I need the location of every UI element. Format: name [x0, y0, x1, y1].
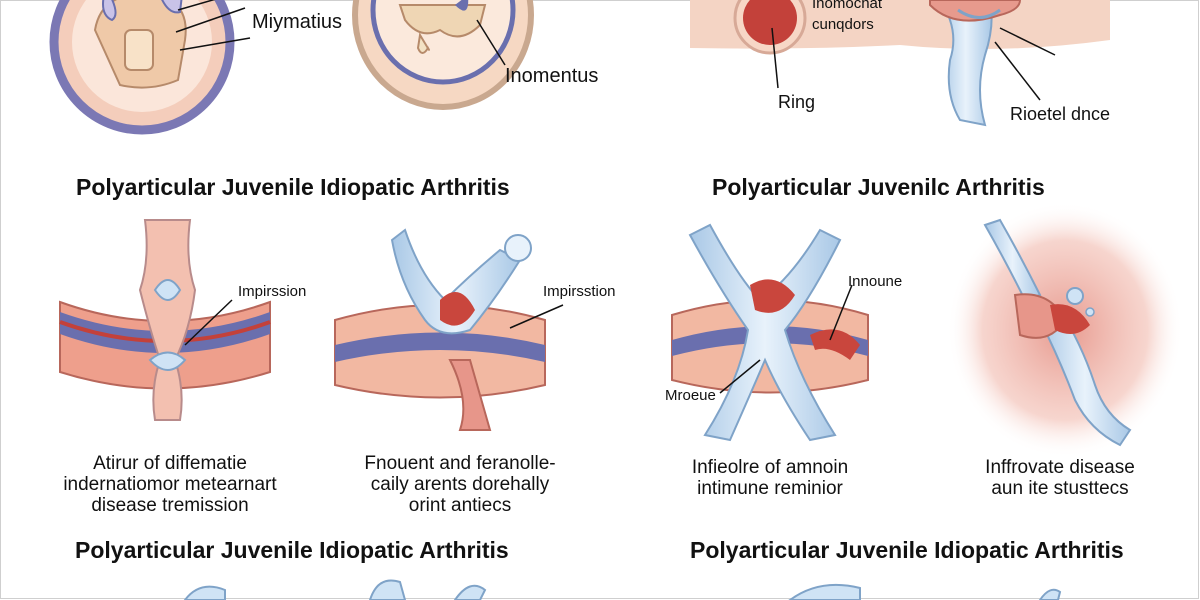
caption-3: Infieolre of amnoin intimune reminior — [655, 457, 885, 499]
top-center-joint-cross-section — [352, 0, 534, 110]
title-row2-right: Polyarticular Juvenile Idiopatic Arthrit… — [690, 537, 1124, 563]
title-row1-right: Polyarticular Juvenilc Arthritis — [712, 174, 1045, 200]
caption-2-line-3: orint antiecs — [408, 495, 512, 516]
bottom-row-diagrams-cropped — [183, 579, 1062, 600]
caption-2-line-2: caily arents dorehally — [370, 474, 550, 495]
top-right-joint-section — [690, 0, 1110, 127]
label-cunqdors: cunqdors — [812, 16, 874, 33]
caption-1-line-1: Atirur of diffematie — [93, 453, 247, 474]
title-row1-left: Polyarticular Juvenile Idiopatic Arthrit… — [76, 174, 510, 200]
caption-1: Atirur of diffematie indernatiomor metea… — [45, 453, 295, 516]
label-rioetel-dnce: Rioetel dnce — [1010, 104, 1111, 124]
label-myimatius: Miymatius — [252, 11, 343, 33]
label-ring: Ring — [778, 92, 816, 112]
caption-3-line-2: intimune reminior — [697, 478, 843, 499]
top-left-joint-cross-section — [49, 0, 251, 135]
caption-2: Fnouent and feranolle- caily arents dore… — [335, 453, 585, 516]
caption-2-line-1: Fnouent and feranolle- — [364, 453, 556, 474]
label-inomochat: Inomochat — [812, 0, 883, 12]
label-inomentus: Inomentus — [505, 65, 599, 87]
caption-3-line-1: Infieolre of amnoin — [691, 457, 849, 478]
label-impression-2: Impirsstion — [543, 283, 616, 300]
label-innoune: Innoune — [848, 273, 903, 290]
caption-1-line-2: indernatiomor metearnart — [63, 474, 277, 495]
title-row2-left: Polyarticular Juvenile Idiopatic Arthrit… — [75, 537, 509, 563]
joint-diagram-4 — [947, 202, 1183, 458]
joint-diagram-3 — [671, 223, 869, 442]
joint-diagram-2 — [334, 228, 564, 431]
label-mroeue: Mroeue — [665, 387, 716, 404]
label-impression-1: Impirssion — [238, 283, 307, 300]
caption-4-line-2: aun ite stusttecs — [991, 478, 1129, 499]
caption-4-line-1: Inffrovate disease — [985, 457, 1135, 478]
joint-diagram-1 — [59, 219, 271, 421]
caption-1-line-3: disease tremission — [91, 495, 249, 516]
caption-4: Inffrovate disease aun ite stusttecs — [945, 457, 1175, 499]
